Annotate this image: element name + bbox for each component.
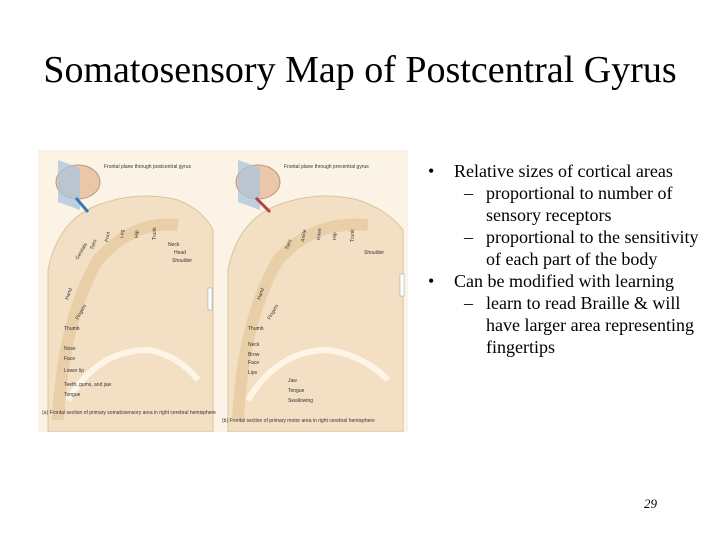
svg-text:Head: Head bbox=[174, 250, 186, 256]
homunculus-illustration: Frontal plane through postcentral gyrus … bbox=[38, 150, 408, 432]
svg-text:Lips: Lips bbox=[248, 370, 258, 376]
svg-text:Shoulder: Shoulder bbox=[172, 258, 192, 264]
svg-text:Lower lip: Lower lip bbox=[64, 368, 84, 374]
panel-b: Frontal plane through precentral gyrus (… bbox=[222, 160, 404, 432]
brain-map-figure: Frontal plane through postcentral gyrus … bbox=[38, 150, 408, 432]
sub-bullet-text: proportional to number of sensory recept… bbox=[486, 183, 673, 225]
page-number: 29 bbox=[644, 496, 657, 511]
panel-a-arrow bbox=[74, 197, 90, 213]
panel-a-sulcus bbox=[65, 346, 201, 402]
svg-text:Neck: Neck bbox=[248, 342, 260, 348]
sub-bullet-dash: – bbox=[464, 183, 473, 203]
sub-bullet-item: –proportional to the sensitivity of each… bbox=[424, 226, 714, 270]
bullet-list: •Relative sizes of cortical areas –propo… bbox=[424, 160, 714, 358]
bullet-item: • Relative sizes of cortical areas bbox=[424, 160, 714, 182]
sub-bullet-item: –proportional to number of sensory recep… bbox=[424, 182, 714, 226]
svg-text:Tongue: Tongue bbox=[288, 388, 305, 394]
panel-b-sulcus bbox=[245, 346, 391, 402]
svg-text:Shoulder: Shoulder bbox=[364, 250, 384, 256]
sub-bullet-dash: – bbox=[464, 293, 473, 313]
sub-bullet-dash: – bbox=[464, 227, 473, 247]
panel-a-caption: (a) Frontal section of primary somatosen… bbox=[42, 410, 216, 416]
svg-text:Hip: Hip bbox=[332, 232, 338, 240]
svg-text:Toes: Toes bbox=[89, 238, 98, 250]
bullet-text: Can be modified with learning bbox=[454, 271, 674, 291]
svg-text:Knee: Knee bbox=[316, 228, 323, 240]
svg-text:Jaw: Jaw bbox=[288, 378, 297, 384]
svg-text:Hand: Hand bbox=[64, 287, 74, 300]
svg-text:Hip: Hip bbox=[134, 230, 140, 238]
panel-a-plane bbox=[58, 160, 80, 210]
panel-b-gyrus bbox=[232, 218, 369, 421]
svg-text:Toes: Toes bbox=[284, 238, 293, 250]
panel-b-caption: (b) Frontal section of primary motor are… bbox=[222, 418, 375, 424]
svg-text:Trunk: Trunk bbox=[350, 229, 356, 242]
svg-text:Neck: Neck bbox=[168, 242, 180, 248]
svg-text:Foot: Foot bbox=[104, 231, 112, 242]
svg-text:Teeth, gums, and jaw: Teeth, gums, and jaw bbox=[64, 382, 112, 388]
svg-text:Leg: Leg bbox=[119, 229, 126, 238]
sub-bullet-text: proportional to the sensitivity of each … bbox=[486, 227, 699, 269]
svg-text:Nose: Nose bbox=[64, 346, 76, 352]
panel-a-inset-label: Frontal plane through postcentral gyrus bbox=[104, 164, 191, 170]
panel-b-arrow bbox=[254, 196, 272, 214]
bullet-dot: • bbox=[428, 271, 435, 291]
svg-text:Thumb: Thumb bbox=[64, 326, 80, 332]
panel-b-inset-label: Frontal plane through precentral gyrus bbox=[284, 164, 369, 170]
bullet-dot: • bbox=[428, 161, 435, 181]
slide-title: Somatosensory Map of Postcentral Gyrus bbox=[43, 49, 677, 91]
sub-bullet-item: –learn to read Braille & will have large… bbox=[424, 292, 714, 358]
bullet-text: Relative sizes of cortical areas bbox=[454, 161, 673, 181]
svg-text:Hand: Hand bbox=[256, 287, 266, 300]
svg-text:Thumb: Thumb bbox=[248, 326, 264, 332]
svg-text:Trunk: Trunk bbox=[152, 227, 158, 240]
svg-text:Face: Face bbox=[248, 360, 259, 366]
svg-text:Tongue: Tongue bbox=[64, 392, 81, 398]
panel-a: Frontal plane through postcentral gyrus … bbox=[42, 160, 216, 432]
panel-a-gyrus bbox=[52, 218, 179, 421]
panel-a-bracket bbox=[207, 287, 213, 311]
panel-b-plane bbox=[238, 160, 260, 210]
panel-b-bracket bbox=[399, 273, 405, 297]
svg-text:Brow: Brow bbox=[248, 352, 260, 358]
bullet-item: • Can be modified with learning bbox=[424, 270, 714, 292]
panel-a-labels: Genitals Toes Foot Leg Hip Trunk Neck He… bbox=[64, 227, 192, 398]
svg-text:Face: Face bbox=[64, 356, 75, 362]
svg-text:Ankle: Ankle bbox=[300, 229, 308, 243]
sub-bullet-text: learn to read Braille & will have larger… bbox=[486, 293, 695, 357]
svg-text:Swallowing: Swallowing bbox=[288, 398, 313, 404]
